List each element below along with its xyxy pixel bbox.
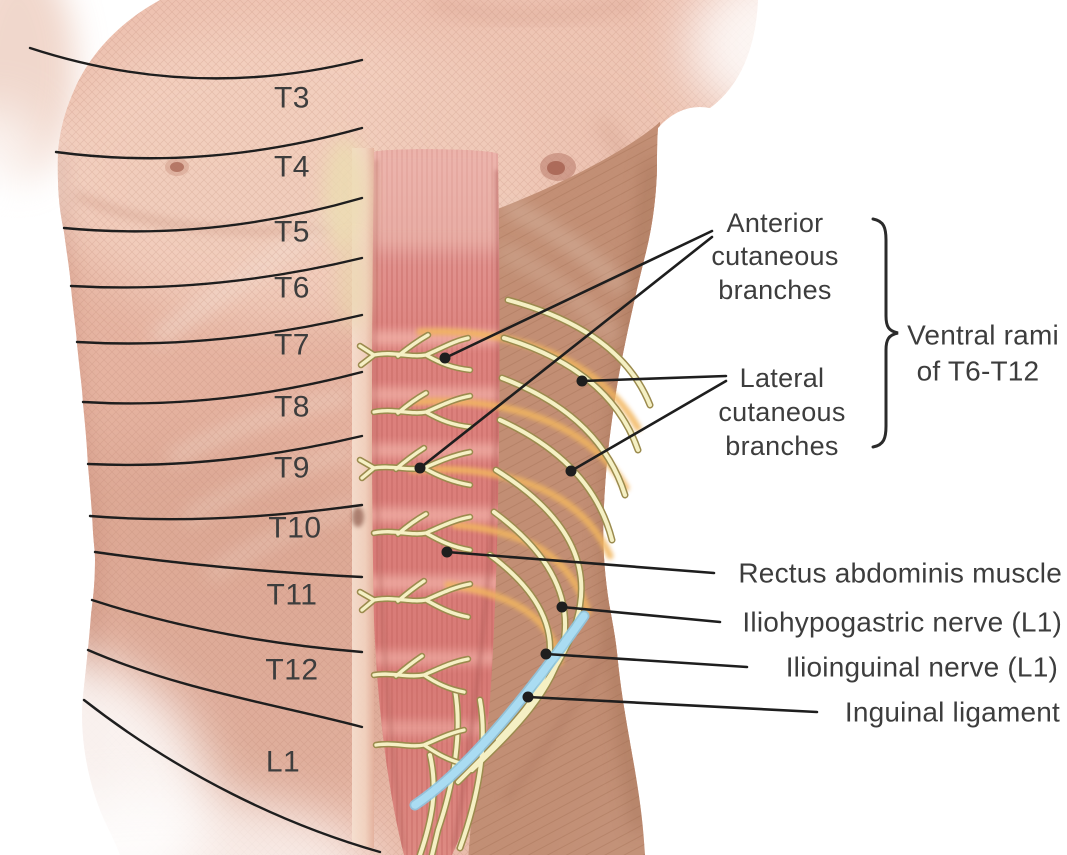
leader-lateral-cutaneous — [565, 374, 728, 477]
ventral-rami-line1: Ventral rami — [907, 320, 1059, 351]
label-lateral-cutaneous: Lateral cutaneous branches — [718, 363, 845, 461]
anterior-line2: cutaneous — [711, 241, 838, 271]
label-ventral-rami: Ventral rami of T6-T12 — [907, 320, 1059, 387]
dermatome-label-t6: T6 — [274, 272, 310, 305]
ventral-rami-brace — [871, 217, 899, 449]
dermatome-label-t7: T7 — [274, 329, 310, 362]
dermatome-label-t3: T3 — [274, 82, 310, 115]
leader-rectus — [441, 546, 716, 575]
dermatome-label-t4: T4 — [274, 151, 310, 184]
dermatome-label-t11: T11 — [267, 579, 318, 612]
left-nipple-icon — [165, 158, 189, 176]
dermatome-label-t10: T10 — [268, 512, 321, 545]
label-rectus-abdominis: Rectus abdominis muscle — [738, 558, 1062, 589]
right-nipple-icon — [540, 153, 576, 181]
ventral-rami-line2: of T6-T12 — [917, 356, 1040, 387]
dermatome-label-t8: T8 — [274, 391, 310, 424]
lateral-line2: cutaneous — [718, 397, 845, 427]
annotation-labels: Anterior cutaneous branches Lateral cuta… — [711, 208, 1062, 728]
leader-anterior-cutaneous — [414, 229, 714, 474]
leader-iliohypogastric — [556, 601, 722, 624]
anterior-line1: Anterior — [727, 208, 824, 238]
right-labels: Rectus abdominis muscle Iliohypogastric … — [738, 558, 1062, 728]
dermatome-label-t9: T9 — [274, 452, 310, 485]
anterior-cutaneous-twigs — [356, 331, 474, 767]
label-anterior-cutaneous: Anterior cutaneous branches — [711, 208, 838, 305]
lateral-line1: Lateral — [740, 363, 825, 393]
dermatome-labels: T3 T4 T5 T6 T7 T8 T9 T10 T11 T12 L1 — [265, 82, 321, 779]
lateral-line3: branches — [725, 431, 838, 461]
dermatome-label-l1: L1 — [266, 746, 300, 779]
dermatome-label-t12: T12 — [265, 654, 318, 687]
dermatome-label-t5: T5 — [274, 216, 310, 249]
inguinal-ligament-band — [409, 610, 590, 811]
label-iliohypogastric: Iliohypogastric nerve (L1) — [742, 607, 1062, 638]
leader-ilioinguinal — [540, 648, 749, 669]
leader-lines — [414, 229, 819, 714]
navel — [352, 507, 364, 527]
label-inguinal-ligament: Inguinal ligament — [845, 697, 1060, 728]
dermatome-lines — [28, 46, 382, 854]
anterior-line3: branches — [718, 275, 831, 305]
label-ilioinguinal: Ilioinguinal nerve (L1) — [786, 652, 1058, 683]
leader-inguinal-ligament — [522, 691, 819, 714]
